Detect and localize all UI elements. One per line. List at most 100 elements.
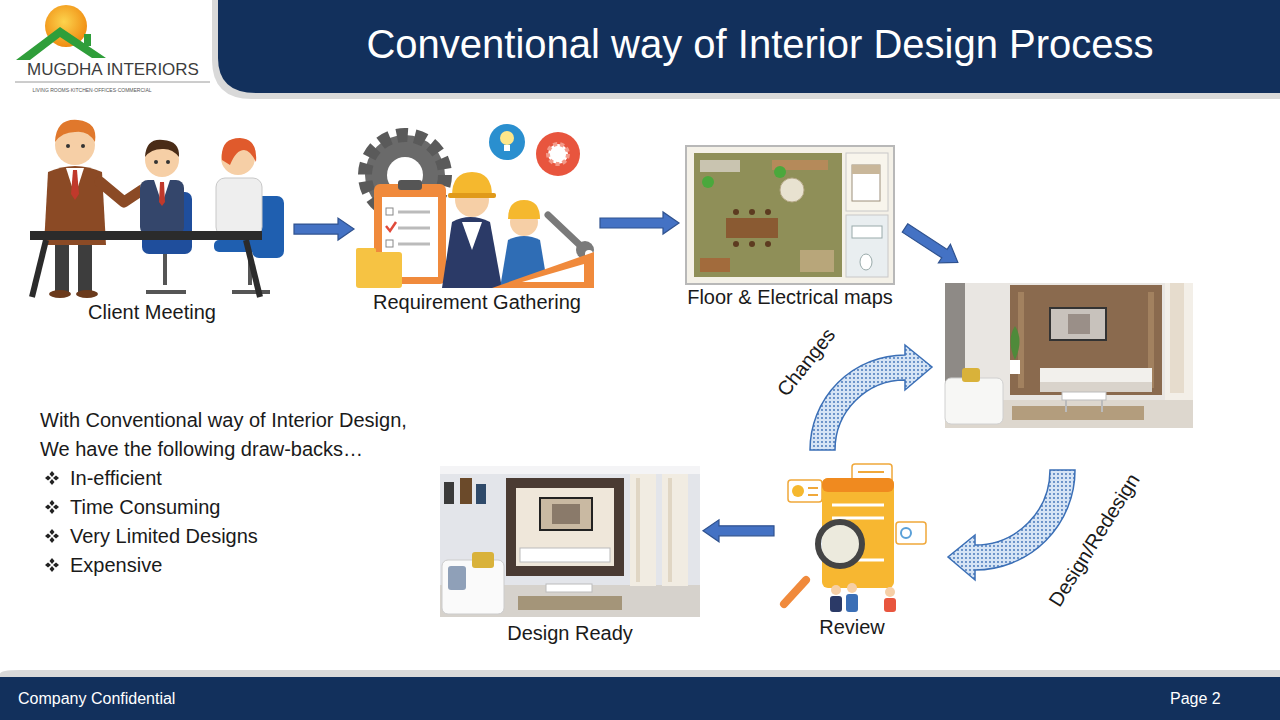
bullet-symbols: [45, 563, 51, 568]
requirements-illustration: [522, 264, 584, 282]
requirements-illustration: [548, 144, 568, 164]
floor-plan-illustration: [733, 241, 739, 247]
company-logo: [15, 5, 210, 82]
meeting-illustration: [154, 160, 158, 164]
floor-plan-illustration: [694, 153, 842, 277]
process-step: Requirement Gathering: [357, 125, 597, 316]
review-illustration: [832, 504, 884, 507]
bullet-text: Time Consuming: [70, 495, 220, 519]
meeting-illustration: [146, 290, 186, 294]
arrow-label: Changes: [772, 323, 840, 401]
meeting-illustration: [100, 182, 142, 202]
meeting-illustration: [140, 180, 184, 235]
room-rendering: [1010, 285, 1162, 395]
bullet-symbols: [45, 471, 59, 485]
bullet-symbols: [45, 529, 59, 543]
design-ready-rendering: [442, 560, 504, 614]
design-ready-rendering: [546, 584, 592, 592]
arrow-label: Design/Redesign: [1043, 469, 1144, 611]
requirements-illustration: [448, 193, 496, 198]
floor-plan-illustration: [702, 176, 714, 188]
room-rendering: [1065, 400, 1067, 412]
process-step: Review: [777, 460, 927, 641]
room-rendering: [962, 368, 980, 382]
company-tagline: LIVING ROOMS·KITCHEN·OFFICES·COMMERCIAL: [32, 87, 151, 93]
design-ready-rendering: [662, 474, 688, 586]
company-logo: [15, 82, 210, 83]
floor-plan-illustration: [846, 153, 888, 211]
review-illustration: [884, 598, 896, 612]
bullet-text: Very Limited Designs: [70, 524, 258, 548]
room-rendering: [945, 283, 1193, 428]
design-ready-rendering: [440, 466, 700, 617]
requirements-illustration: [398, 243, 430, 246]
bullet-symbols: [53, 534, 59, 539]
meeting-illustration: [55, 240, 69, 292]
flow-arrow: [600, 212, 679, 234]
process-step: Floor & Electrical maps: [682, 145, 898, 311]
design-ready-rendering: [668, 478, 672, 582]
design-ready-rendering: [440, 466, 700, 617]
design-ready-rendering: [630, 474, 656, 586]
design-ready-rendering: [440, 466, 700, 474]
floor-plan-illustration: [765, 209, 771, 215]
floor-plan-illustration: [726, 218, 778, 238]
step-caption: Review: [819, 615, 885, 639]
meeting-illustration: [159, 182, 165, 206]
review-illustration: [858, 471, 884, 473]
bullet-symbols: [53, 505, 59, 510]
design-ready-rendering: [460, 478, 472, 504]
requirements-illustration: [508, 200, 540, 219]
room-rendering: [1012, 406, 1144, 420]
review-illustration: [808, 494, 818, 496]
bullet-symbols: [50, 500, 55, 506]
meeting-illustration: [49, 290, 71, 298]
review-illustration: [831, 585, 841, 595]
requirements-illustration: [386, 222, 396, 231]
bullet-symbols: [50, 471, 55, 477]
review-illustration: [808, 487, 818, 489]
meeting-illustration: [166, 160, 170, 164]
requirements-illustration: [398, 227, 430, 230]
design-ready-rendering: [506, 478, 624, 576]
bullet-symbols: [53, 563, 59, 568]
design-ready-rendering: [516, 488, 614, 566]
room-rendering: [1040, 368, 1152, 382]
step-caption: Design Ready: [507, 621, 633, 645]
meeting-illustration: [81, 144, 85, 148]
floor-plan-illustration: [800, 250, 834, 272]
bullet-symbols: [50, 566, 55, 572]
slide-title: Conventional way of Interior Design Proc…: [240, 20, 1280, 68]
requirements-illustration: [462, 222, 482, 250]
room-rendering: [1170, 283, 1184, 393]
room-rendering: [1050, 308, 1106, 340]
floor-plan-illustration: [686, 146, 894, 284]
note-text: With Conventional way of Interior Design…: [40, 408, 407, 432]
requirements-illustration: [356, 124, 594, 288]
design-ready-rendering: [552, 504, 580, 524]
step-caption: Client Meeting: [88, 300, 216, 324]
requirements-illustration: [492, 252, 594, 288]
review-illustration: [846, 594, 858, 612]
flow-arrow: [899, 219, 964, 272]
review-illustration: [901, 528, 911, 538]
bullet-symbols: [45, 476, 51, 481]
design-ready-rendering: [476, 484, 486, 504]
bullet-symbols: [50, 479, 55, 485]
requirements-illustration: [386, 240, 393, 247]
footer-bar: [0, 670, 1280, 720]
requirements-illustration: [500, 131, 514, 145]
floor-plan-illustration: [749, 241, 755, 247]
review-illustration: [788, 480, 822, 502]
bullet-symbols: [45, 505, 51, 510]
bullet-symbols: [45, 534, 51, 539]
requirements-illustration: [442, 217, 502, 288]
floor-plan-illustration: [774, 166, 786, 178]
meeting-illustration: [55, 120, 95, 142]
meeting-illustration: [30, 231, 262, 240]
room-rendering: [1165, 283, 1193, 408]
floor-plan-illustration: [686, 146, 894, 284]
